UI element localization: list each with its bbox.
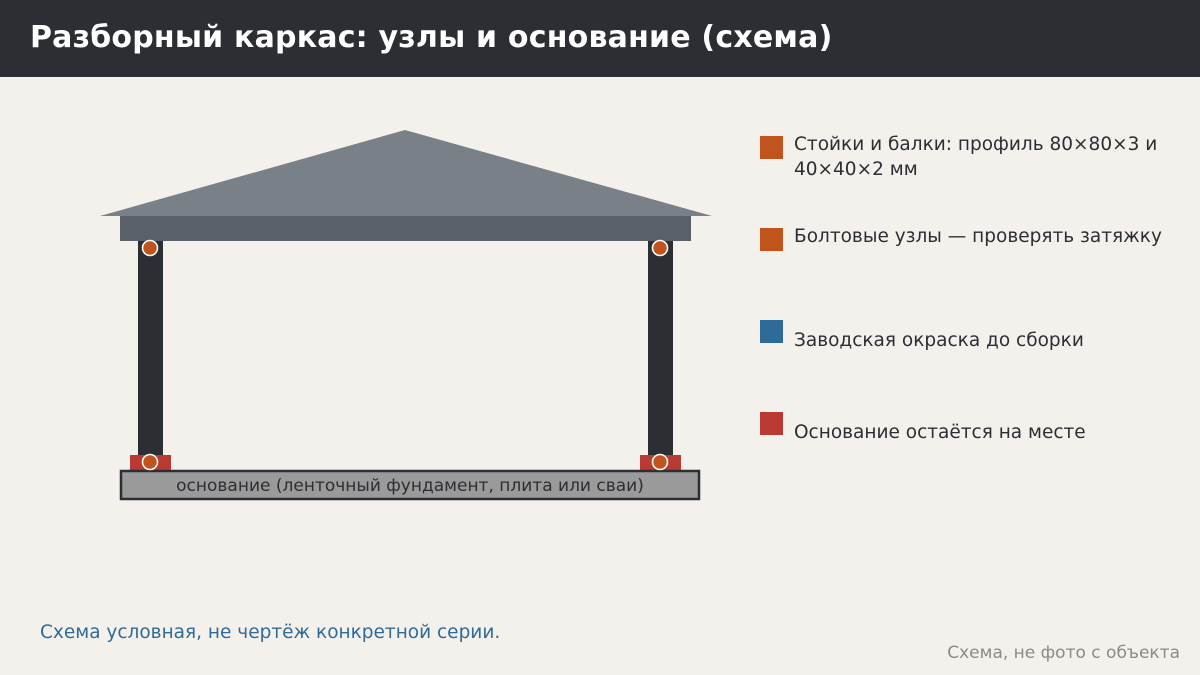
- image-credit: Схема, не фото с объекта: [947, 643, 1180, 663]
- footnote: Схема условная, не чертёж конкретной сер…: [40, 622, 501, 643]
- left-post: [138, 241, 163, 457]
- legend-label: Болтовые узлы — проверять затяжку: [794, 226, 1162, 247]
- foundation-base: [119, 469, 701, 501]
- bolt-node-bottom-left: [141, 453, 159, 471]
- legend-swatch-orange: [760, 228, 783, 251]
- legend: Стойки и балки: профиль 80×80×3 и 40×40×…: [760, 0, 1190, 560]
- page-title: Разборный каркас: узлы и основание (схем…: [30, 20, 833, 55]
- bolt-node-top-left: [141, 239, 159, 257]
- legend-label: Заводская окраска до сборки: [794, 330, 1084, 351]
- header-bar: Разборный каркас: узлы и основание (схем…: [0, 0, 1200, 77]
- legend-label: Основание остаётся на месте: [794, 422, 1086, 443]
- frame-diagram: основание (ленточный фундамент, плита ил…: [100, 130, 712, 501]
- legend-swatch-red: [760, 412, 783, 435]
- legend-swatch-orange: [760, 136, 783, 159]
- roof-gable: [100, 130, 712, 216]
- bolt-node-top-right: [651, 239, 669, 257]
- legend-swatch-blue: [760, 320, 783, 343]
- top-beam: [120, 216, 691, 241]
- legend-label: Стойки и балки: профиль 80×80×3 и 40×40×…: [794, 134, 1158, 180]
- right-post: [648, 241, 673, 457]
- foundation-label: основание (ленточный фундамент, плита ил…: [176, 476, 644, 496]
- bolt-node-bottom-right: [651, 453, 669, 471]
